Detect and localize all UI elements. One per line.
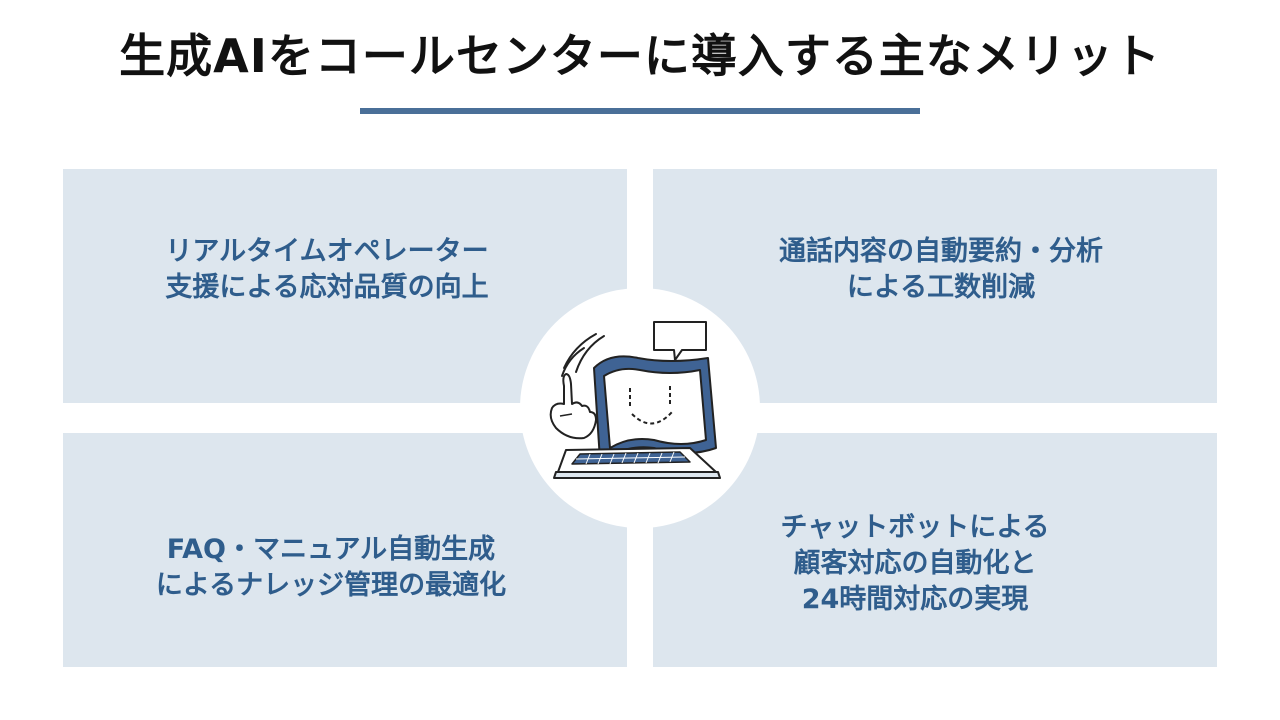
ai-computer-icon xyxy=(549,321,721,479)
merit-card-text: リアルタイムオペレーター 支援による応対品質の向上 xyxy=(165,234,488,306)
title-underline xyxy=(360,108,920,114)
merit-card-operator-support: リアルタイムオペレーター 支援による応対品質の向上 xyxy=(63,169,627,403)
merit-card-line: による工数削減 xyxy=(846,272,1036,303)
merit-card-chatbot: チャットボットによる 顧客対応の自動化と 24時間対応の実現 xyxy=(653,433,1217,667)
merit-card-line: 顧客対応の自動化と xyxy=(793,548,1037,579)
merit-card-line: 24時間対応の実現 xyxy=(801,584,1029,615)
merit-card-text: チャットボットによる 顧客対応の自動化と 24時間対応の実現 xyxy=(781,510,1050,618)
merit-card-line: 通話内容の自動要約・分析 xyxy=(779,236,1103,267)
illustration-circle xyxy=(520,288,760,528)
merit-card-line: 支援による応対品質の向上 xyxy=(165,272,489,303)
merit-card-line: チャットボットによる xyxy=(780,512,1050,543)
merit-card-text: 通話内容の自動要約・分析 による工数削減 xyxy=(779,234,1103,306)
merit-card-line: リアルタイムオペレーター xyxy=(165,236,489,267)
merit-card-line: FAQ・マニュアル自動生成 xyxy=(166,534,496,565)
merit-card-text: FAQ・マニュアル自動生成 によるナレッジ管理の最適化 xyxy=(156,532,506,604)
merit-card-faq-generation: FAQ・マニュアル自動生成 によるナレッジ管理の最適化 xyxy=(63,433,627,667)
merit-card-line: によるナレッジ管理の最適化 xyxy=(155,570,507,601)
page-title: 生成AIをコールセンターに導入する主なメリット xyxy=(119,29,1161,83)
